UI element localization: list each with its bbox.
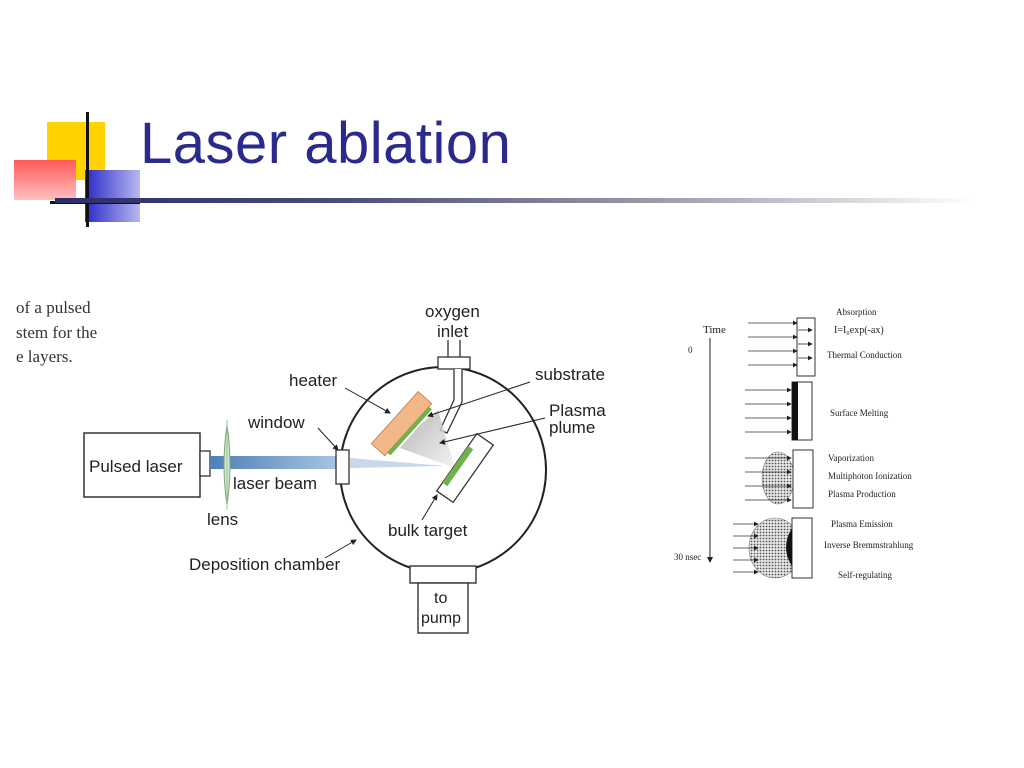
laser-beam <box>210 456 340 469</box>
decor-blue-square <box>85 170 140 222</box>
deposition-chamber-circle <box>339 366 547 574</box>
scan-caption: of a pulsed stem for the e layers. <box>16 298 97 366</box>
title-underline <box>55 198 975 203</box>
stage-3-line-2: Multiphoton Ionization <box>828 471 912 481</box>
laser-aperture <box>199 450 211 477</box>
stage-1-line-1: Absorption <box>836 307 877 317</box>
ablation-timeline: Time 0 30 nsec Absorption I=I₀exp(-ax) T… <box>674 307 914 580</box>
decor-vertical-line <box>86 112 89 227</box>
plume-label: plume <box>549 418 595 437</box>
pump-tube <box>417 582 469 634</box>
heater-label: heater <box>289 371 338 390</box>
time-end-label: 30 nsec <box>674 552 701 562</box>
plasma-plume-shape <box>400 410 455 468</box>
stage-1-sample <box>796 317 816 377</box>
plasma-label: Plasma <box>549 401 606 420</box>
time-label: Time <box>703 324 726 336</box>
substrate-shape <box>387 406 432 456</box>
stage-1-line-3: Thermal Conduction <box>827 350 902 360</box>
oxygen-tube <box>439 369 463 434</box>
scan-caption-line-2: stem for the <box>16 323 97 342</box>
laser-beam-inner <box>350 458 445 468</box>
stage-3-sample <box>792 449 814 509</box>
pump-flange <box>409 565 477 584</box>
stage-1-line-2: I=I₀exp(-ax) <box>834 325 884 336</box>
scan-caption-line-3: e layers. <box>16 347 73 366</box>
heater-substrate <box>370 390 433 457</box>
bulk-target-label: bulk target <box>388 521 468 540</box>
stage-3-line-1: Vaporization <box>828 453 874 463</box>
bulk-target-coating <box>442 445 474 487</box>
time-zero-label: 0 <box>688 345 693 355</box>
stage-3-vapor <box>761 451 795 505</box>
laser-beam-label: laser beam <box>233 474 317 493</box>
slide-title: Laser ablation <box>140 111 512 176</box>
stage-2-line-1: Surface Melting <box>830 408 889 418</box>
oxygen-inlet-flange <box>437 356 471 370</box>
bulk-target <box>435 432 495 504</box>
laser-setup-diagram: Pulsed laser to pump <box>83 302 606 634</box>
pulsed-laser-label: Pulsed laser <box>89 457 183 476</box>
stage-2-melt-layer <box>792 382 798 440</box>
window-label: window <box>247 413 305 432</box>
stage-4-line-1: Plasma Emission <box>831 519 893 529</box>
stage-4-sample <box>791 517 813 579</box>
substrate-label: substrate <box>535 365 605 384</box>
stage-4-line-2: Inverse Bremmstrahlung <box>824 540 914 550</box>
scan-caption-line-1: of a pulsed <box>16 298 91 317</box>
pump-label: pump <box>421 610 461 627</box>
window-shape <box>335 449 350 485</box>
stage-4-line-3: Self-regulating <box>838 570 892 580</box>
decor-red-square <box>14 160 76 200</box>
oxygen-label: oxygen <box>425 302 480 321</box>
stage-3-line-3: Plasma Production <box>828 489 896 499</box>
to-label: to <box>434 590 447 607</box>
lens-label: lens <box>207 510 238 529</box>
deposition-chamber-label: Deposition chamber <box>189 555 341 574</box>
stage-4-dense-core <box>786 528 792 566</box>
inlet-label: inlet <box>437 322 468 341</box>
